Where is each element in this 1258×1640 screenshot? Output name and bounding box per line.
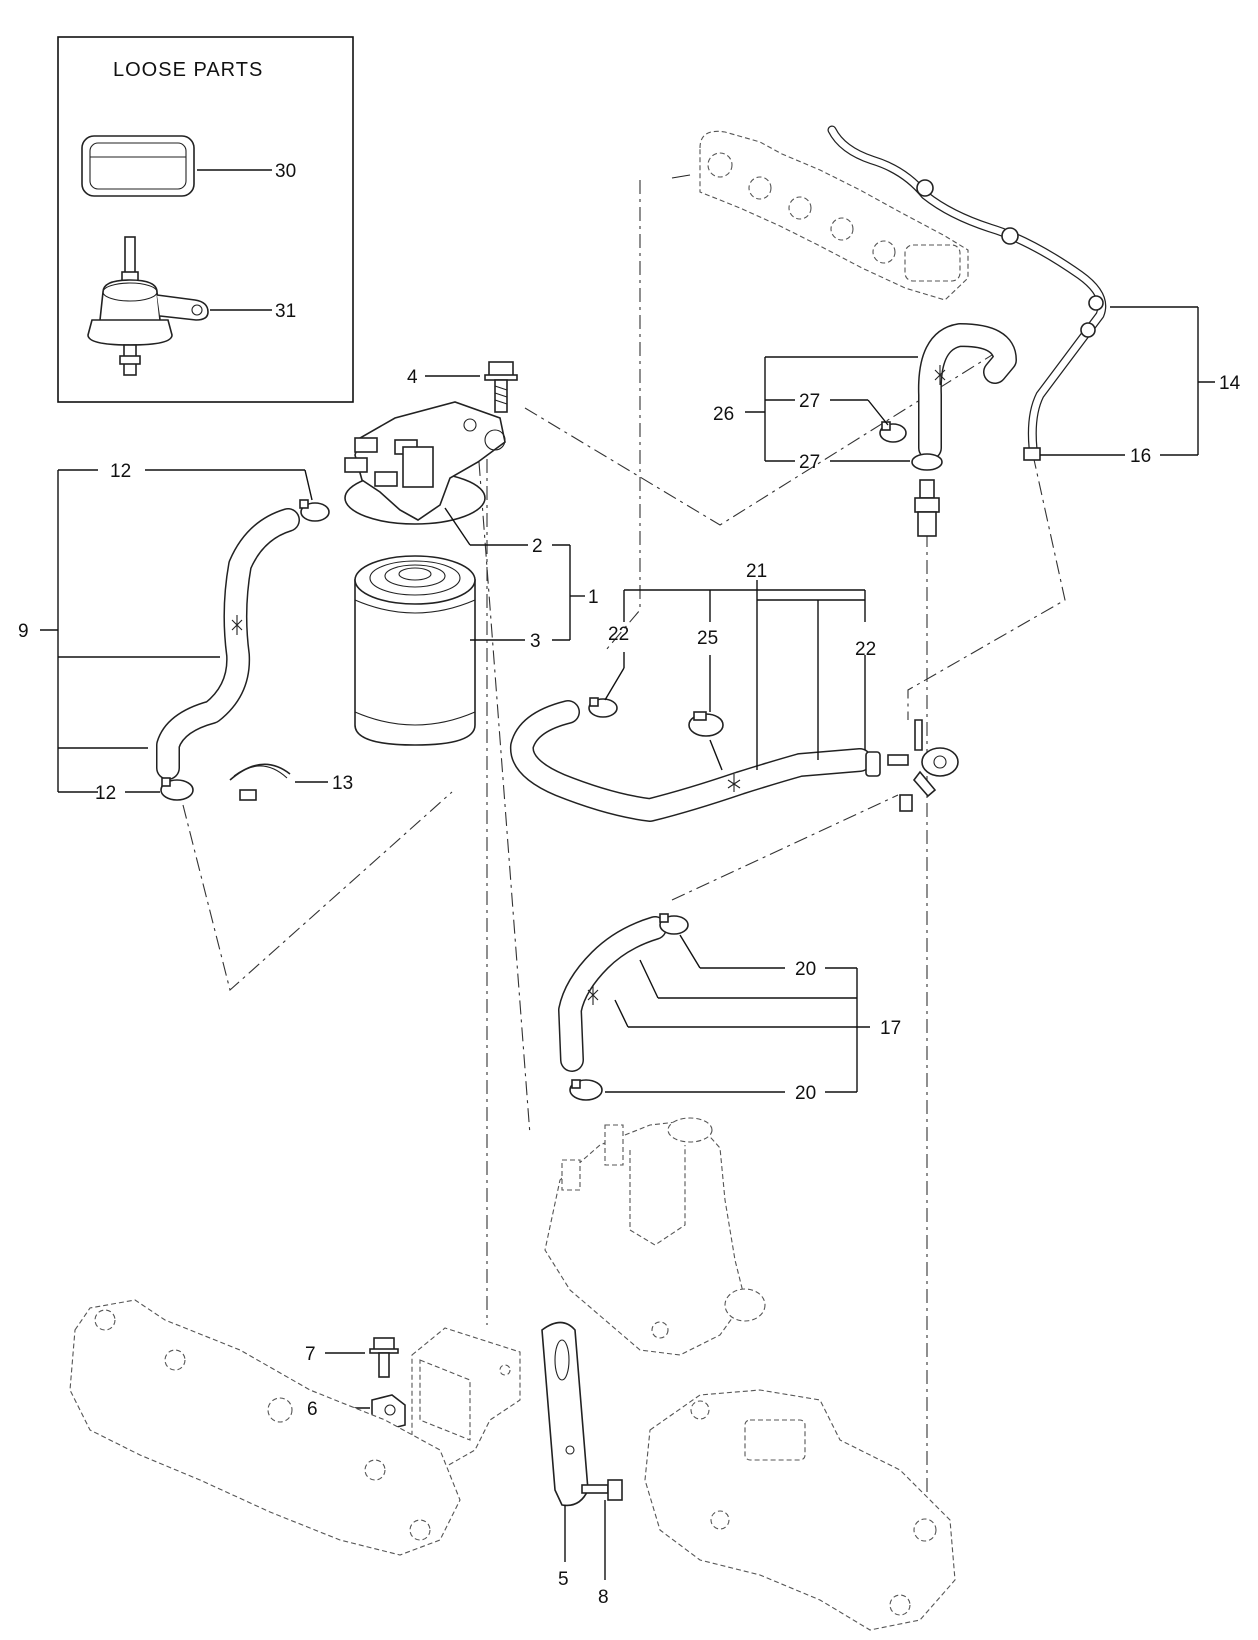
callout-21: 21 [746, 561, 767, 582]
part-13-band-clamp [229, 763, 291, 801]
part-22-clamp-right [865, 751, 881, 777]
callout-5: 5 [558, 1569, 569, 1590]
part-4-bolt [484, 361, 518, 413]
part-30-pad [81, 135, 195, 197]
quick-connector [914, 479, 940, 537]
part-21-hose [510, 700, 872, 822]
part-26-hose [917, 323, 1017, 460]
part-5-strap [541, 1321, 589, 1507]
callout-8: 8 [598, 1587, 609, 1608]
part-25-clamp [688, 711, 724, 737]
part-12-clamp-top [299, 499, 330, 522]
high-pressure-pump-ghost [544, 1117, 766, 1356]
callout-14: 14 [1219, 373, 1241, 394]
hose-26-leaders [745, 356, 918, 462]
callout-2: 2 [532, 536, 543, 557]
callout-12-bottom: 12 [95, 783, 116, 804]
part-20-clamp-bottom [569, 1079, 603, 1101]
callout-1: 1 [588, 587, 599, 608]
callout-4: 4 [407, 367, 418, 388]
filter-mounting-bracket [411, 1327, 521, 1471]
callout-6: 6 [307, 1399, 318, 1420]
callout-27-bottom: 27 [799, 452, 820, 473]
hose-17-leaders [605, 934, 870, 1093]
part-20-clamp-top [659, 913, 689, 935]
callout-22-left: 22 [608, 624, 629, 645]
hose-9-leaders [40, 469, 313, 793]
callout-20-bottom: 20 [795, 1083, 816, 1104]
part-8-bolt [581, 1479, 623, 1501]
callout-9: 9 [18, 621, 29, 642]
hose-21-leaders [604, 580, 866, 771]
callout-25: 25 [697, 628, 718, 649]
part-31-inline-filter [87, 236, 209, 376]
tube-14-leaders [1040, 306, 1215, 456]
callout-13: 13 [332, 773, 353, 794]
fuel-rail-ghost [671, 130, 969, 301]
part-22-clamp-left [588, 697, 618, 718]
callout-7: 7 [305, 1344, 316, 1365]
callout-30: 30 [275, 161, 296, 182]
intake-manifold-ghost [69, 1299, 461, 1556]
callout-17: 17 [880, 1018, 901, 1039]
callout-labels: 30 31 4 12 9 12 13 2 1 3 21 22 25 22 27 … [18, 161, 1241, 1608]
callout-22-right: 22 [855, 639, 876, 660]
banjo-fitting [887, 719, 959, 812]
callout-12-top: 12 [110, 461, 131, 482]
part-1-bracket-leader [552, 544, 585, 641]
part-9-hose [156, 508, 300, 780]
part-3-filter-cartridge [354, 555, 476, 746]
loose-parts-title: LOOSE PARTS [113, 59, 263, 81]
part-17-hose [558, 916, 667, 1072]
part-27-clamp-top [879, 421, 907, 443]
part-27-clamp-bottom [911, 453, 943, 471]
loose-parts-panel: LOOSE PARTS [57, 36, 354, 403]
callout-26: 26 [713, 404, 734, 425]
part-7-bolt [369, 1337, 399, 1378]
callout-31: 31 [275, 301, 296, 322]
callout-27-top: 27 [799, 391, 820, 412]
callout-16: 16 [1130, 446, 1151, 467]
connection-lines [182, 180, 1066, 1555]
part-2-filter-head [344, 401, 506, 525]
part-12-clamp-bottom [160, 777, 194, 801]
part-14-return-tube [827, 125, 1107, 461]
thermostat-housing-ghost [644, 1389, 956, 1631]
callout-20-top: 20 [795, 959, 816, 980]
callout-3: 3 [530, 631, 541, 652]
